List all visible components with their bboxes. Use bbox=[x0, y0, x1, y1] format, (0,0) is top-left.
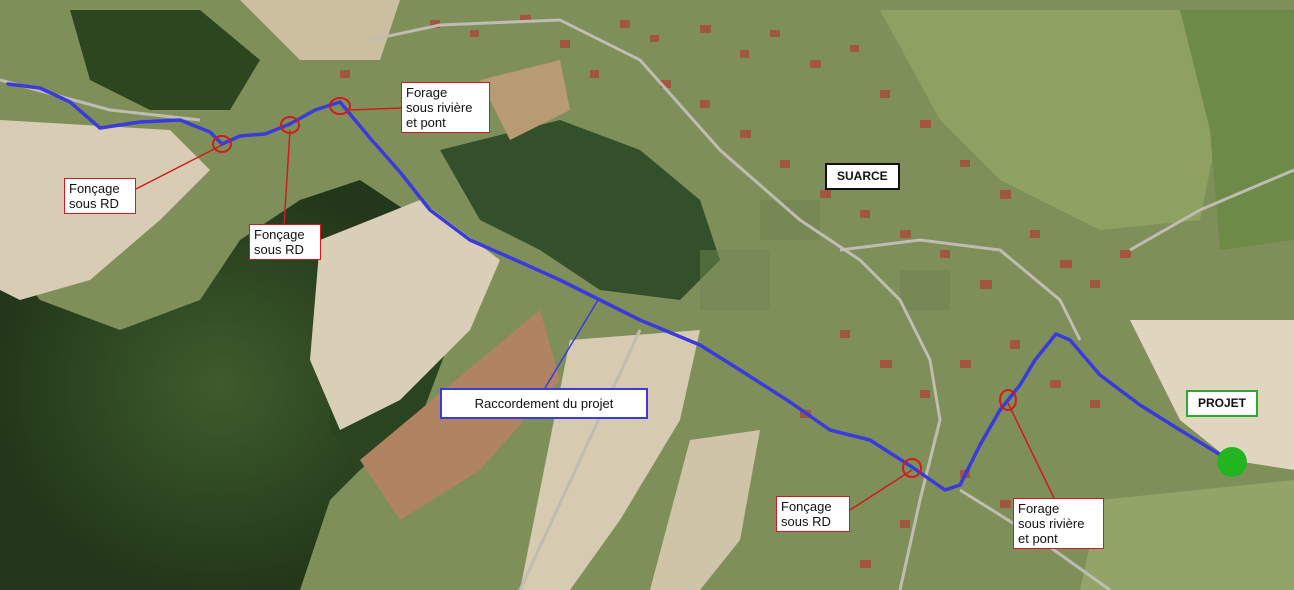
village-rooftops bbox=[340, 15, 1131, 568]
track-south bbox=[518, 329, 642, 590]
road-village bbox=[839, 238, 1082, 341]
project-label: PROJET bbox=[1186, 390, 1259, 417]
forest-north bbox=[70, 10, 260, 110]
annotation-pointers bbox=[133, 107, 1055, 511]
project-marker bbox=[1217, 447, 1247, 477]
field-south-2 bbox=[650, 430, 760, 590]
connection-route bbox=[6, 82, 1234, 492]
crossing-marker-4 bbox=[902, 458, 922, 478]
field-north bbox=[240, 0, 400, 60]
annotation-forage-1: Forage sous rivière et pont bbox=[401, 82, 490, 133]
annotation-forage-2: Forage sous rivière et pont bbox=[1013, 498, 1104, 549]
annotation-foncage-2: Fonçage sous RD bbox=[249, 224, 321, 260]
crossing-marker-1 bbox=[212, 135, 232, 153]
annotation-foncage-1: Fonçage sous RD bbox=[64, 178, 136, 214]
route-label-pointer bbox=[544, 299, 599, 389]
crossing-markers bbox=[212, 97, 1017, 478]
annotation-foncage-3: Fonçage sous RD bbox=[776, 496, 850, 532]
forest-center bbox=[440, 120, 720, 300]
crossing-marker-2 bbox=[280, 116, 300, 134]
crossing-marker-5 bbox=[999, 389, 1017, 411]
field-center-light bbox=[310, 200, 500, 430]
village-label: SUARCE bbox=[825, 163, 900, 190]
road-east bbox=[1129, 168, 1294, 252]
roads bbox=[0, 18, 1294, 590]
crossing-marker-3 bbox=[329, 97, 351, 115]
field-brown-2 bbox=[480, 60, 570, 140]
field-southeast bbox=[1080, 480, 1294, 590]
field-northeast bbox=[880, 10, 1220, 230]
route-label: Raccordement du projet bbox=[440, 388, 648, 419]
road-main bbox=[369, 18, 942, 590]
village-gardens bbox=[700, 200, 950, 310]
road-west bbox=[0, 78, 201, 122]
field-northeast-2 bbox=[1180, 10, 1294, 250]
